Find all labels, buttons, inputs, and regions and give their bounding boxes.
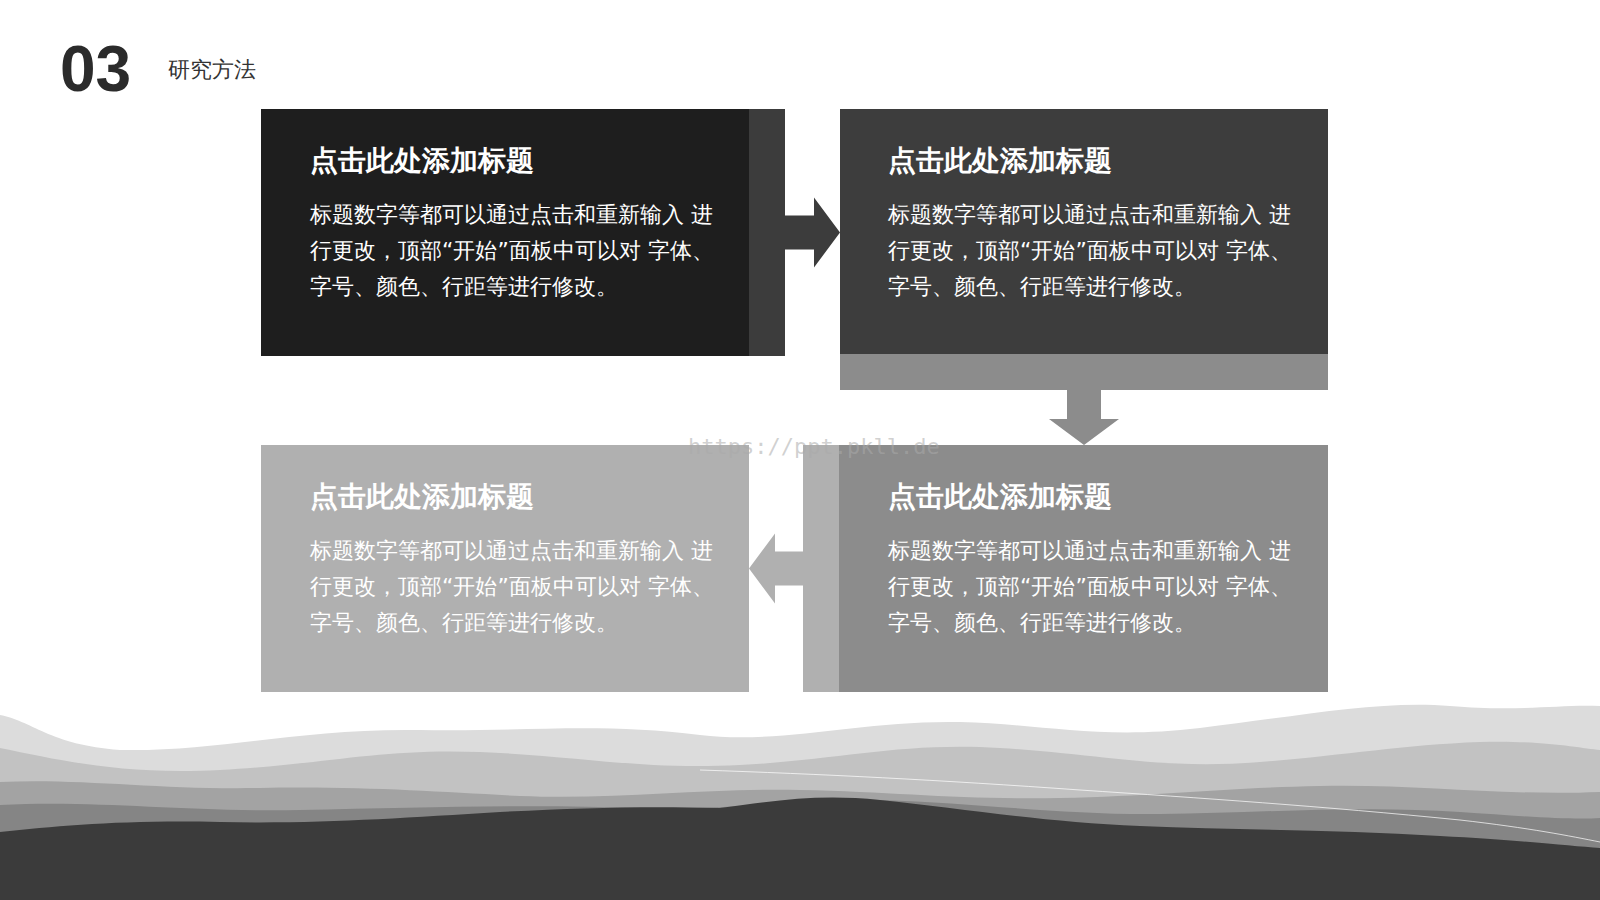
box-heading: 点击此处添加标题 xyxy=(888,479,1308,515)
box-heading: 点击此处添加标题 xyxy=(310,143,730,179)
box-band xyxy=(749,109,785,356)
box-body: 标题数字等都可以通过点击和重新输入 进行更改，顶部“开始”面板中可以对 字体、字… xyxy=(888,533,1308,641)
process-box: 点击此处添加标题标题数字等都可以通过点击和重新输入 进行更改，顶部“开始”面板中… xyxy=(261,109,785,356)
flow-arrow xyxy=(749,534,803,604)
mountain-layer xyxy=(0,742,1600,900)
box-band xyxy=(803,445,839,692)
box-body: 标题数字等都可以通过点击和重新输入 进行更改，顶部“开始”面板中可以对 字体、字… xyxy=(310,533,730,641)
box-body: 标题数字等都可以通过点击和重新输入 进行更改，顶部“开始”面板中可以对 字体、字… xyxy=(310,197,730,305)
box-heading: 点击此处添加标题 xyxy=(888,143,1308,179)
mountain-layer xyxy=(0,705,1600,900)
box-body: 标题数字等都可以通过点击和重新输入 进行更改，顶部“开始”面板中可以对 字体、字… xyxy=(888,197,1308,305)
process-box: 点击此处添加标题标题数字等都可以通过点击和重新输入 进行更改，顶部“开始”面板中… xyxy=(261,445,749,692)
box-heading: 点击此处添加标题 xyxy=(310,479,730,515)
process-box: 点击此处添加标题标题数字等都可以通过点击和重新输入 进行更改，顶部“开始”面板中… xyxy=(803,445,1328,692)
section-number: 03 xyxy=(60,32,131,106)
flow-arrow xyxy=(1049,390,1119,445)
mountain-layer xyxy=(0,798,1600,900)
process-box: 点击此处添加标题标题数字等都可以通过点击和重新输入 进行更改，顶部“开始”面板中… xyxy=(840,109,1328,390)
ridge-line xyxy=(700,770,1600,842)
box-band xyxy=(840,354,1328,390)
mountain-layer xyxy=(0,781,1600,900)
watermark: https://ppt.pkll.de xyxy=(688,434,940,459)
section-title: 研究方法 xyxy=(168,55,256,85)
flow-arrow xyxy=(785,198,840,268)
